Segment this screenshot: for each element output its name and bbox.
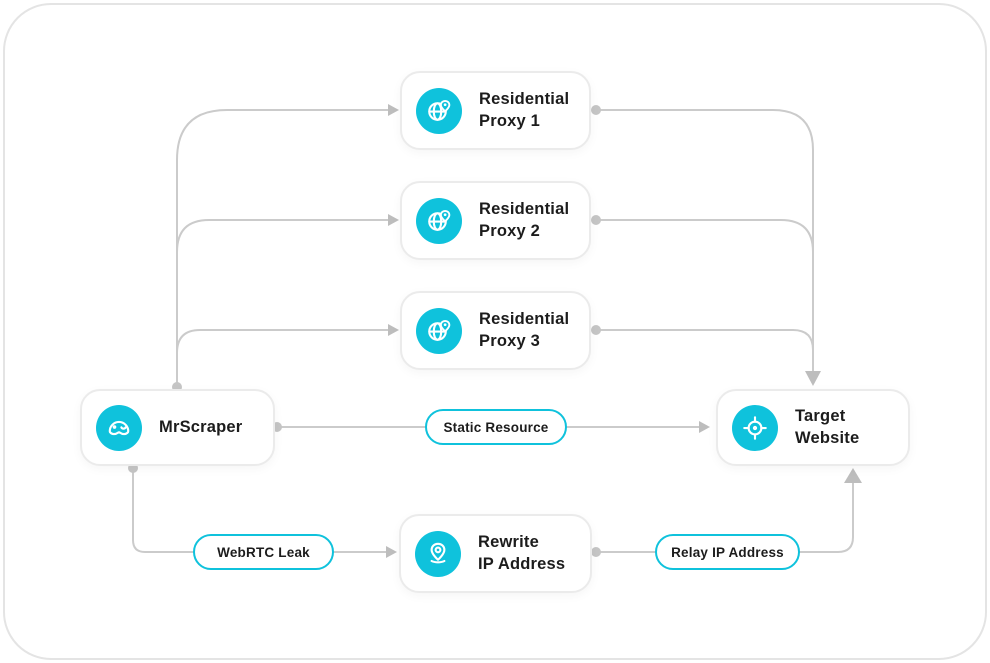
pill-webrtc-leak: WebRTC Leak — [193, 534, 334, 570]
mrscraper-face-icon — [96, 404, 142, 451]
node-label: Residential Proxy 1 — [479, 89, 570, 130]
node-label: Residential Proxy 2 — [479, 199, 570, 240]
pill-static-resource: Static Resource — [425, 409, 567, 445]
globe-pin-icon — [416, 87, 462, 134]
node-label: MrScraper — [159, 417, 243, 436]
node-label: Target Website — [795, 406, 860, 447]
node-mrscraper: MrScraper — [80, 389, 275, 466]
node-residential-proxy-2: Residential Proxy 2 — [400, 181, 591, 260]
node-rewrite-ip-address: Rewrite IP Address — [399, 514, 592, 593]
node-label: Rewrite IP Address — [478, 532, 566, 573]
node-residential-proxy-3: Residential Proxy 3 — [400, 291, 591, 370]
globe-pin-icon — [416, 307, 462, 354]
pill-relay-ip-address: Relay IP Address — [655, 534, 800, 570]
globe-pin-icon — [416, 197, 462, 244]
node-residential-proxy-1: Residential Proxy 1 — [400, 71, 591, 150]
node-target-website: Target Website — [716, 389, 910, 466]
crosshair-icon — [732, 404, 778, 451]
location-pin-icon — [415, 530, 461, 577]
node-label: Residential Proxy 3 — [479, 309, 570, 350]
